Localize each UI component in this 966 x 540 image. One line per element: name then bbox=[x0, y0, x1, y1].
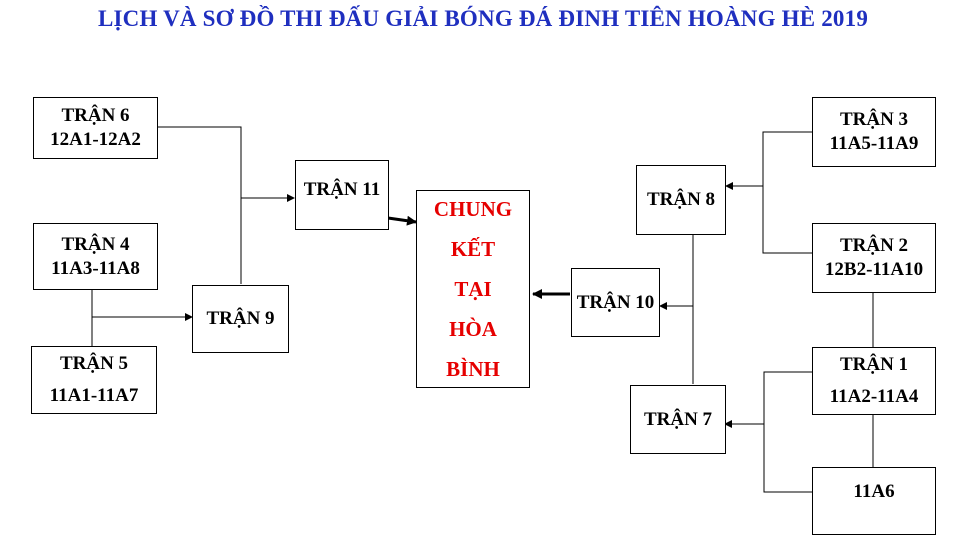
match-label: TRẬN 9 bbox=[206, 308, 275, 329]
match-teams: 11A2-11A4 bbox=[829, 386, 919, 407]
match-teams: 11A1-11A7 bbox=[49, 385, 139, 406]
connector-m6 bbox=[157, 126, 242, 284]
match-teams: 12A1-12A2 bbox=[50, 129, 141, 150]
match-3-box: TRẬN 3 11A5-11A9 bbox=[812, 97, 936, 167]
match-4-box: TRẬN 4 11A3-11A8 bbox=[33, 223, 158, 290]
bye-team-box: 11A6 bbox=[812, 467, 936, 535]
match-teams: 12B2-11A10 bbox=[824, 259, 924, 280]
final-line: BÌNH bbox=[446, 357, 500, 381]
final-line: KẾT bbox=[450, 237, 496, 261]
match-teams: 11A5-11A9 bbox=[829, 133, 919, 154]
final-line: HÒA bbox=[449, 317, 497, 341]
connector-m1-bye bbox=[763, 371, 812, 493]
match-label: TRẬN 8 bbox=[646, 189, 716, 210]
match-7-box: TRẬN 7 bbox=[630, 385, 726, 454]
match-label: TRẬN 2 bbox=[839, 235, 909, 256]
page-title: LỊCH VÀ SƠ ĐỒ THI ĐẤU GIẢI BÓNG ĐÁ ĐINH … bbox=[97, 6, 869, 31]
final-line: CHUNG bbox=[433, 197, 513, 221]
match-label: TRẬN 6 bbox=[61, 105, 130, 126]
match-8-box: TRẬN 8 bbox=[636, 165, 726, 235]
match-6-box: TRẬN 6 12A1-12A2 bbox=[33, 97, 158, 159]
match-10-box: TRẬN 10 bbox=[571, 268, 660, 337]
match-11-box: TRẬN 11 bbox=[295, 160, 389, 230]
match-9-box: TRẬN 9 bbox=[192, 285, 289, 353]
match-1-box: TRẬN 1 11A2-11A4 bbox=[812, 347, 936, 415]
match-5-box: TRẬN 5 11A1-11A7 bbox=[31, 346, 157, 414]
match-label: TRẬN 4 bbox=[61, 233, 130, 255]
match-label: TRẬN 7 bbox=[643, 408, 713, 430]
match-label: TRẬN 10 bbox=[576, 291, 655, 313]
arrow-m11-to-final bbox=[387, 215, 417, 226]
final-box: CHUNG KẾT TẠI HÒA BÌNH bbox=[416, 190, 530, 388]
match-label: TRẬN 3 bbox=[839, 109, 909, 130]
match-label: TRẬN 5 bbox=[59, 353, 129, 374]
connector-m3-m2 bbox=[762, 131, 812, 254]
match-label: TRẬN 1 bbox=[839, 354, 909, 375]
match-teams: 11A6 bbox=[853, 481, 895, 502]
final-line: TẠI bbox=[454, 277, 492, 301]
match-teams: 11A3-11A8 bbox=[51, 257, 140, 279]
match-label: TRẬN 11 bbox=[303, 179, 381, 200]
match-2-box: TRẬN 2 12B2-11A10 bbox=[812, 223, 936, 293]
